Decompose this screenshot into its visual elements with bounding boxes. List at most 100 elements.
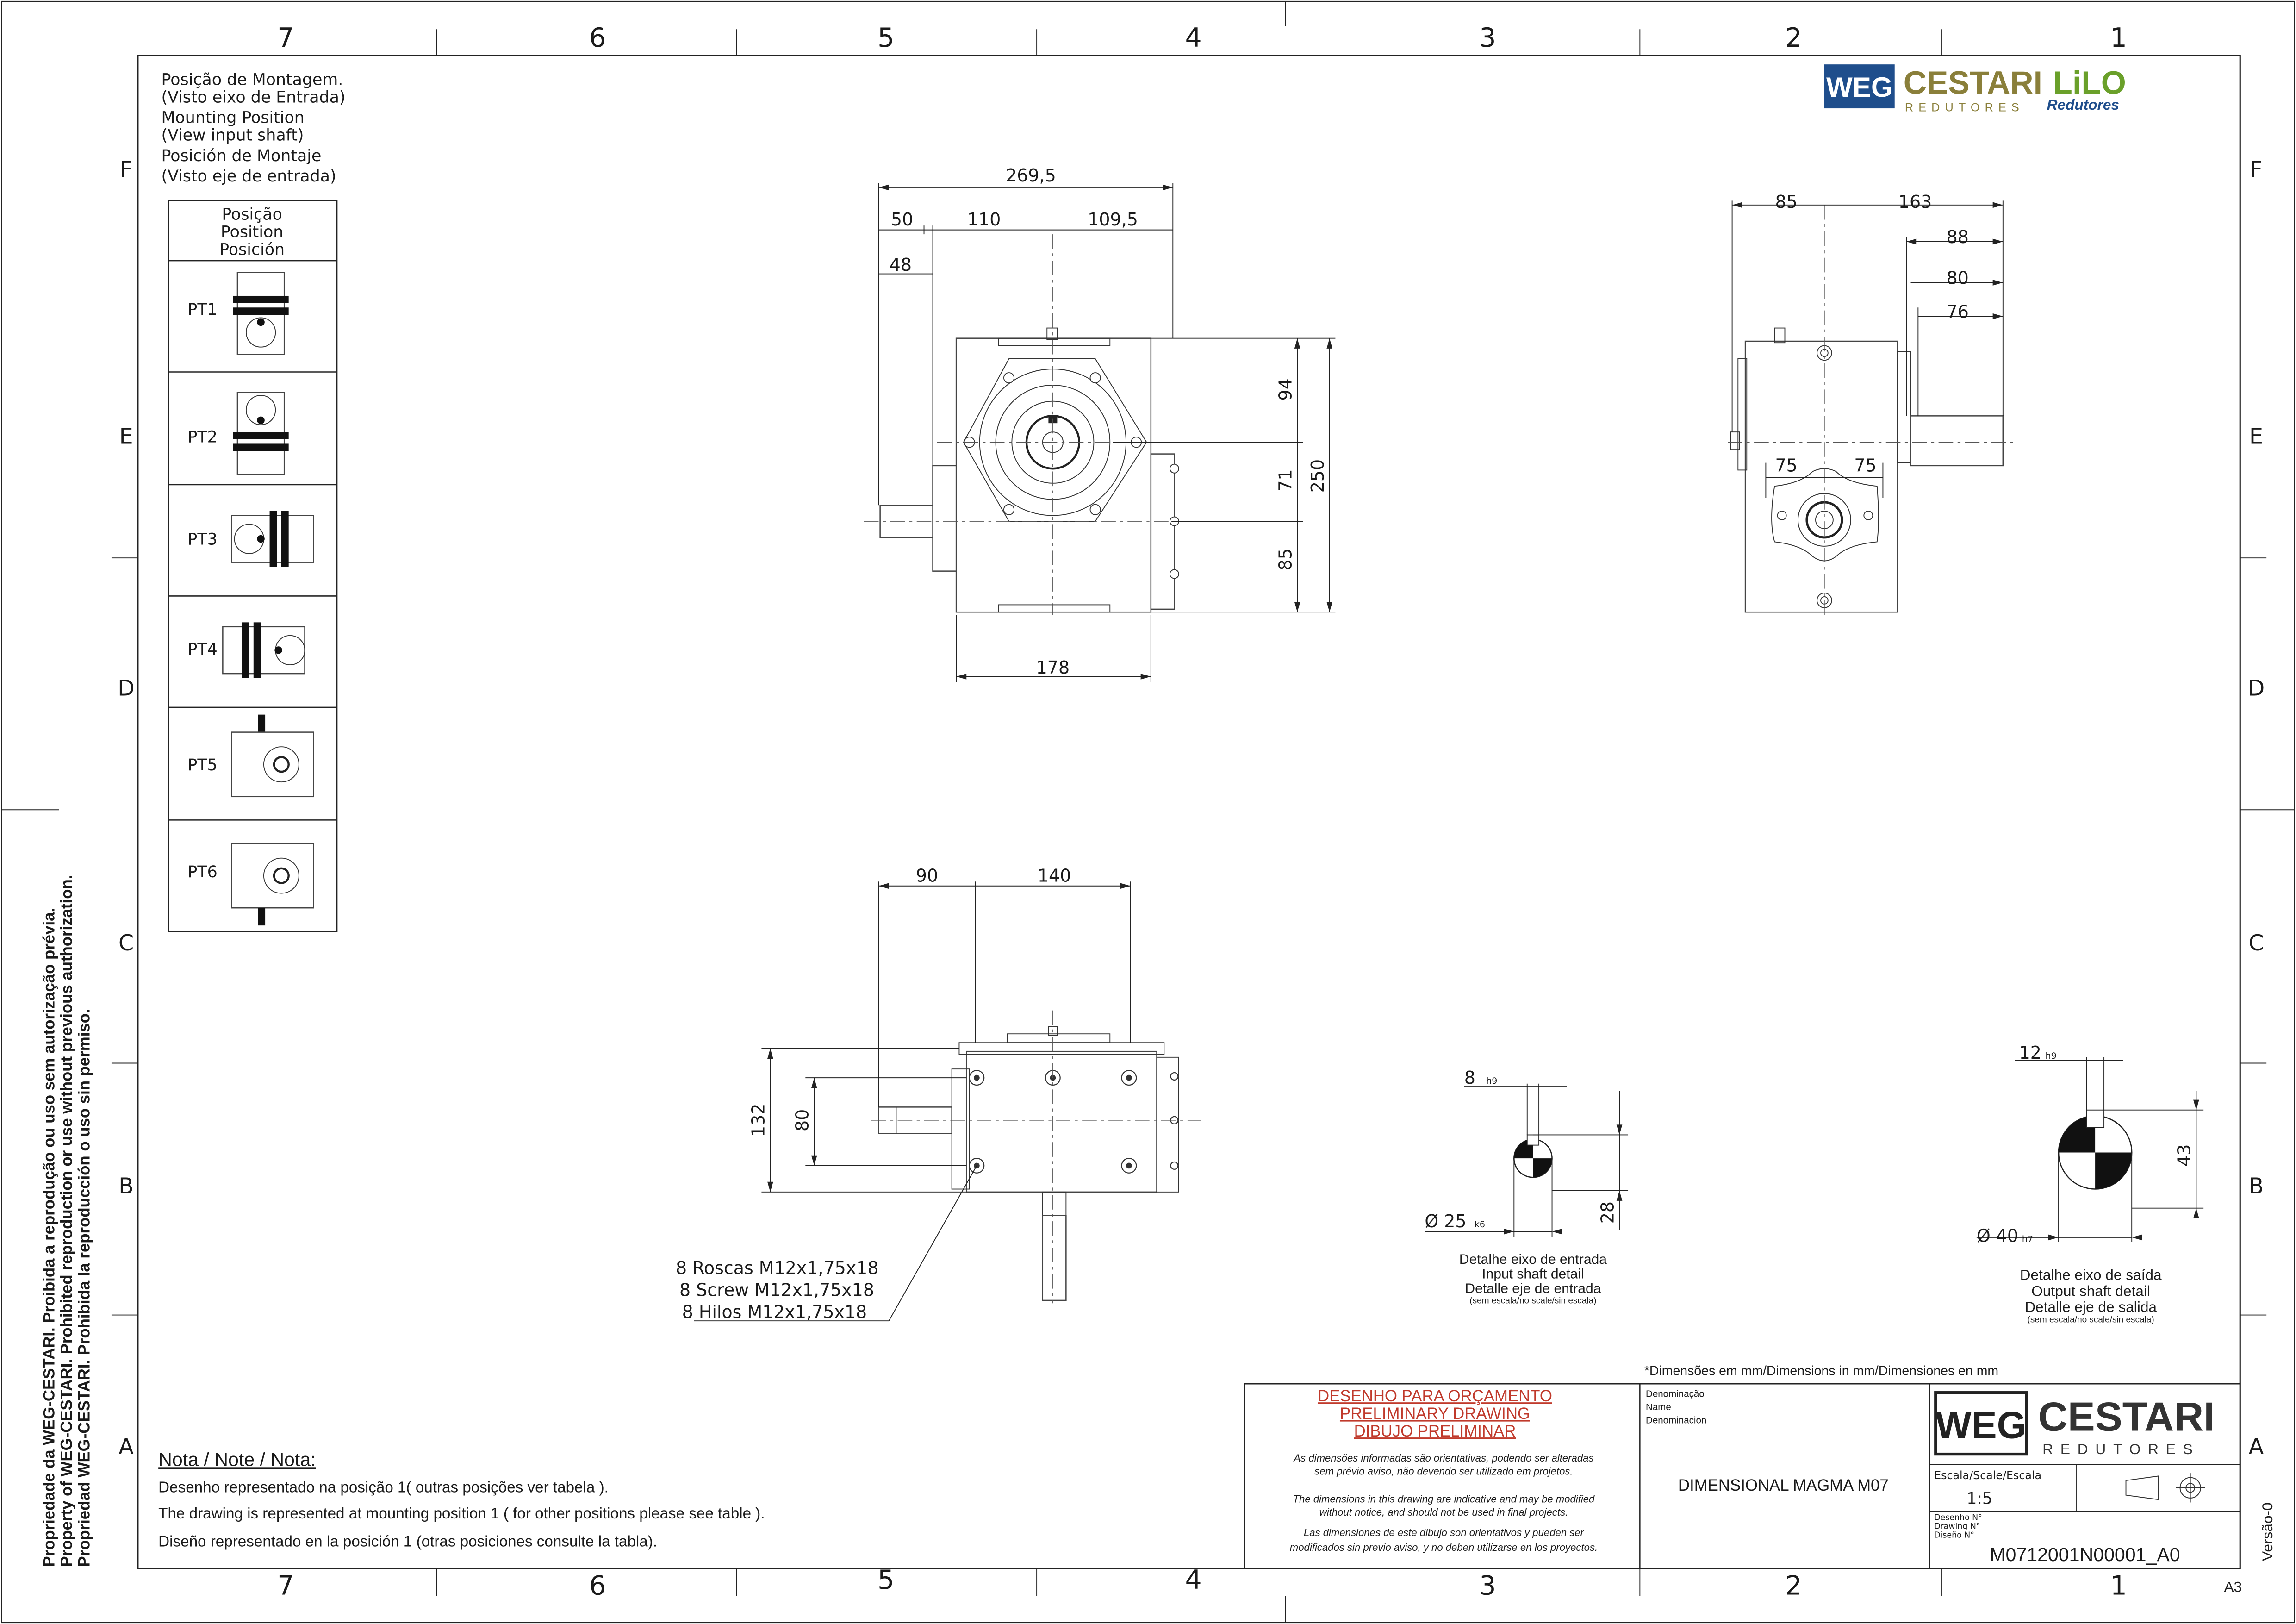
row-label: A [2249,1434,2264,1460]
property-notice: Propriedade da WEG-CESTARI. Proibida a r… [41,875,93,1567]
disclaimer-line: modificados sin previo aviso, y no deben… [1290,1542,1598,1553]
title-block: DESENHO PARA ORÇAMENTO PRELIMINARY DRAWI… [1244,1383,2241,1569]
row-label: E [119,424,133,449]
pt3-sketch [231,511,314,567]
position-label: PT6 [187,863,217,881]
scale-label: Escala/Scale/Escala [1934,1469,2041,1482]
thread-note: 8 Roscas M12x1,75x18 [676,1258,878,1278]
mounting-position-table: Posição Position Posición PT1 PT2 PT3 PT… [168,200,338,932]
column-label: 7 [277,23,294,53]
svg-text:Redutores: Redutores [2047,96,2119,113]
row-label: C [2248,931,2264,956]
thread-note: 8 Hilos M12x1,75x18 [682,1302,867,1322]
drawing-number: M0712001N00001_A0 [1990,1544,2180,1565]
dimension-label: 85 [1775,192,1798,212]
dimension-label: 94 [1275,378,1295,400]
drawing-number-label: Desenho N° [1934,1513,1982,1522]
detail-caption: Output shaft detail [2031,1282,2150,1299]
row-label: C [118,931,134,956]
scale-note: (sem escala/no scale/sin escala) [1469,1296,1596,1305]
units-note: *Dimensões em mm/Dimensions in mm/Dimens… [1644,1363,1998,1378]
dimension-label: 80 [792,1109,813,1131]
preliminary-label: PRELIMINARY DRAWING [1340,1405,1530,1423]
pt6-sketch [231,843,314,926]
projection-symbol-icon [2125,1473,2205,1503]
pt1-sketch [233,272,289,355]
disclaimer-line: sem prévio aviso, não devendo ser utiliz… [1314,1465,1573,1477]
disclaimer-line: Las dimensiones de este dibujo son orien… [1304,1527,1585,1538]
svg-text:(Visto eje de entrada): (Visto eje de entrada) [161,167,336,186]
weg-cestari-logo: WEG CESTARI REDUTORES [1934,1391,2215,1457]
scale-value: 1:5 [1966,1490,1992,1508]
dimension-label: 178 [1036,657,1070,678]
svg-text:CESTARI: CESTARI [1904,64,2042,100]
dimension-label: 269,5 [1006,165,1056,186]
key-width: 12 [2019,1043,2041,1063]
drawing-number-label: Diseño N° [1934,1530,1974,1540]
pt5-sketch [231,714,314,798]
svg-text:Posição de Montagem.: Posição de Montagem. [161,70,343,89]
input-shaft-detail: 8 h9 Ø 25 k6 28 Detalhe eixo de entrada … [1425,1068,1629,1305]
dimension-label: 85 [1275,548,1295,570]
side-view: 85 163 88 80 76 75 75 [1728,192,2013,615]
column-label: 4 [1185,1565,1201,1595]
svg-text:Mounting Position: Mounting Position [161,109,304,127]
column-label: 1 [2110,23,2127,53]
shaft-diameter: Ø 25 [1425,1211,1466,1231]
row-label: D [118,676,135,701]
dimension-label: 71 [1275,469,1295,491]
preliminary-label: DIBUJO PRELIMINAR [1354,1423,1516,1440]
column-label: 2 [1785,1571,1802,1601]
svg-text:(Visto eixo de Entrada): (Visto eixo de Entrada) [161,88,345,106]
key-width: 8 [1464,1068,1475,1088]
detail-caption: Detalle eje de entrada [1465,1281,1601,1296]
row-label: A [118,1434,134,1460]
column-label: 6 [589,23,606,53]
dimension-label: 90 [916,865,938,886]
position-label: PT5 [187,756,217,775]
dimension-label: 48 [890,255,912,275]
svg-text:(View input shaft): (View input shaft) [161,126,304,145]
sheet-size: A3 [2224,1578,2242,1595]
front-view: 269,5 50 110 109,5 48 178 94 71 250 85 [864,165,1336,683]
notes-title: Nota / Note / Nota: [158,1449,316,1470]
svg-text:Posición de Montaje: Posición de Montaje [161,147,321,165]
svg-text:Propriedade da WEG-CESTARI. Pr: Propriedade da WEG-CESTARI. Proibida a r… [41,908,58,1567]
dimension-label: 250 [1307,459,1328,493]
dimension-label: 110 [967,209,1001,230]
column-label: 7 [277,1571,294,1601]
position-label: PT4 [187,640,217,659]
key-width-tolerance: h9 [2046,1051,2057,1061]
bottom-view: 90 140 132 80 8 Roscas M12x1,75x18 8 Scr… [676,865,1201,1322]
disclaimer-line: without notice, and should not be used i… [1319,1506,1568,1518]
svg-text:WEG: WEG [1826,72,1893,103]
weg-cestari-lilo-logo: WEG CESTARI LiLO REDUTORES Redutores [1824,64,2126,114]
row-label: B [118,1174,134,1199]
thread-note: 8 Screw M12x1,75x18 [679,1280,874,1300]
table-header: Posição [222,205,282,224]
dimension-label: 75 [1775,456,1798,476]
disclaimer-line: The dimensions in this drawing are indic… [1293,1493,1595,1505]
column-label: 6 [589,1571,606,1601]
dimension-label: 109,5 [1088,209,1138,230]
dimension-label: 76 [1947,301,1969,322]
table-header: Position [221,223,283,241]
version-label: Versão-0 [2259,1502,2276,1561]
pt4-sketch [222,622,305,678]
note-line: The drawing is represented at mounting p… [158,1505,765,1522]
row-label: D [2248,676,2265,701]
disclaimer-line: As dimensões informadas são orientativas… [1293,1452,1593,1464]
column-label: 5 [877,23,894,53]
dimension-label: 88 [1947,227,1969,247]
column-label: 3 [1479,1571,1496,1601]
svg-text:Propriedad WEG-CESTARI. Prohib: Propriedad WEG-CESTARI. Prohibida la rep… [75,1009,93,1567]
svg-text:WEG: WEG [1935,1404,2026,1446]
svg-text:REDUTORES: REDUTORES [2042,1441,2200,1457]
column-label: 2 [1785,23,1802,53]
position-label: PT1 [187,300,217,319]
svg-text:LiLO: LiLO [2053,64,2126,100]
name-label: Denominacion [1646,1415,1706,1426]
preliminary-label: DESENHO PARA ORÇAMENTO [1318,1387,1552,1405]
